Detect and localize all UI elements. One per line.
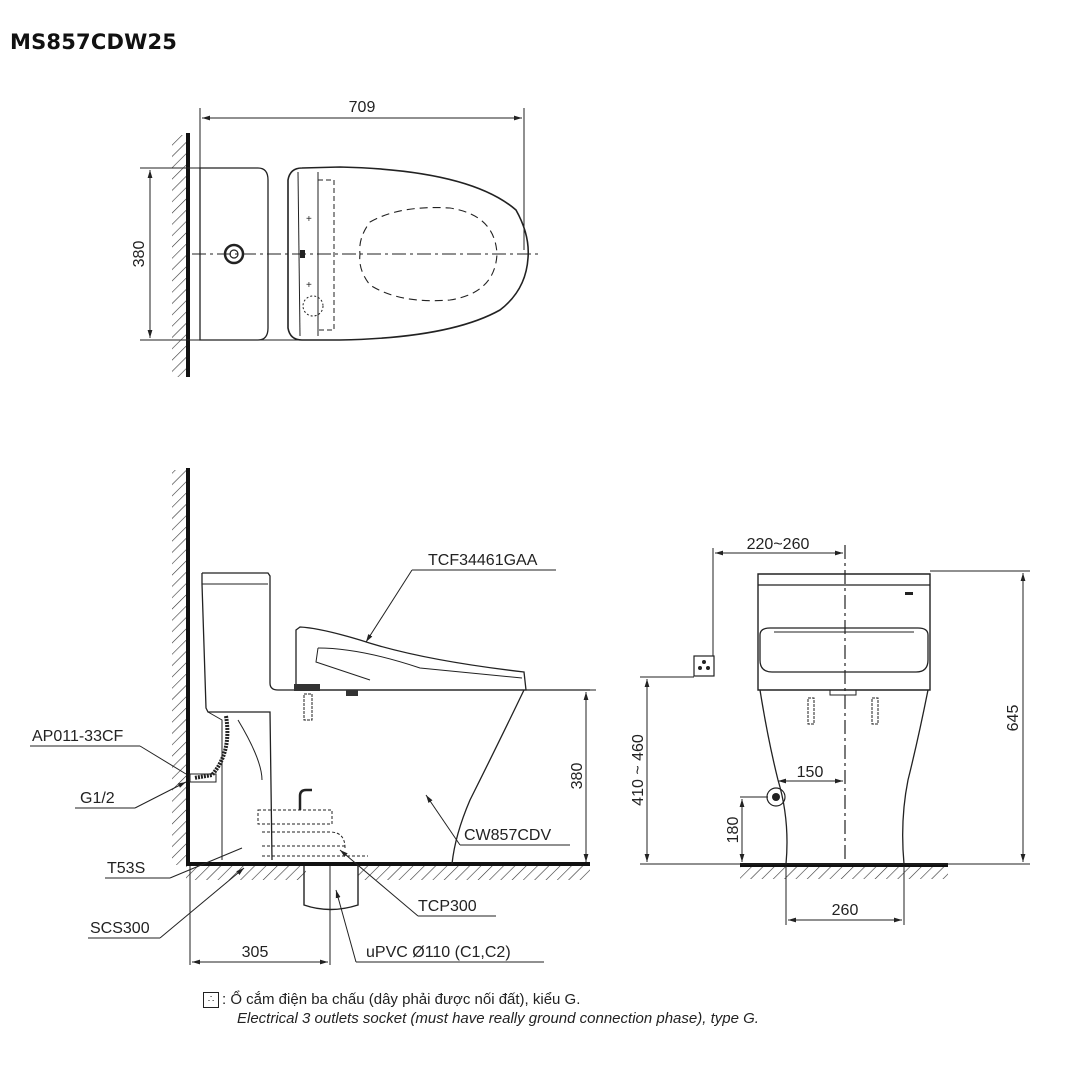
- label-bowl: CW857CDV: [464, 827, 551, 844]
- dim-inlet-height: 180: [725, 817, 742, 844]
- svg-text:+: +: [306, 214, 312, 225]
- dim-length: 709: [349, 99, 376, 116]
- socket-icon: [693, 655, 715, 677]
- side-view: 380 305 TCF34461GAA AP011-33CF G1/2 T53S…: [30, 468, 596, 965]
- label-t53s: T53S: [107, 860, 145, 877]
- socket-note: ∴ : Ổ cắm điện ba chấu (dây phải được nố…: [203, 990, 759, 1028]
- model-title: MS857CDW25: [10, 30, 178, 54]
- label-valve: AP011-33CF: [32, 728, 124, 745]
- svg-text:+: +: [306, 280, 312, 291]
- label-drain: uPVC Ø110 (C1,C2): [366, 944, 511, 961]
- front-view: 220~260 410 ~ 460 645 150 180 260: [630, 536, 1030, 925]
- dim-rough-in: 305: [242, 944, 269, 961]
- note-english: Electrical 3 outlets socket (must have r…: [237, 1010, 759, 1027]
- wall-hatch: [172, 135, 186, 377]
- label-inlet: G1/2: [80, 790, 115, 807]
- dim-seat-height: 380: [569, 763, 586, 790]
- label-flange: TCP300: [418, 898, 477, 915]
- label-seat-model: TCF34461GAA: [428, 552, 538, 569]
- label-scs300: SCS300: [90, 920, 150, 937]
- dim-socket-height: 410 ~ 460: [630, 734, 647, 806]
- socket-icon: ∴: [203, 991, 219, 1008]
- dim-base-width: 260: [832, 902, 859, 919]
- dim-inlet-offset: 150: [797, 764, 824, 781]
- dim-width: 380: [131, 241, 148, 268]
- dim-socket-offset: 220~260: [747, 536, 810, 553]
- wall-hatch: [172, 470, 186, 865]
- dim-total-height: 645: [1005, 705, 1022, 732]
- note-vietnamese: : Ổ cắm điện ba chấu (dây phải được nối …: [222, 991, 581, 1008]
- top-view: 709 380 + +: [131, 99, 540, 377]
